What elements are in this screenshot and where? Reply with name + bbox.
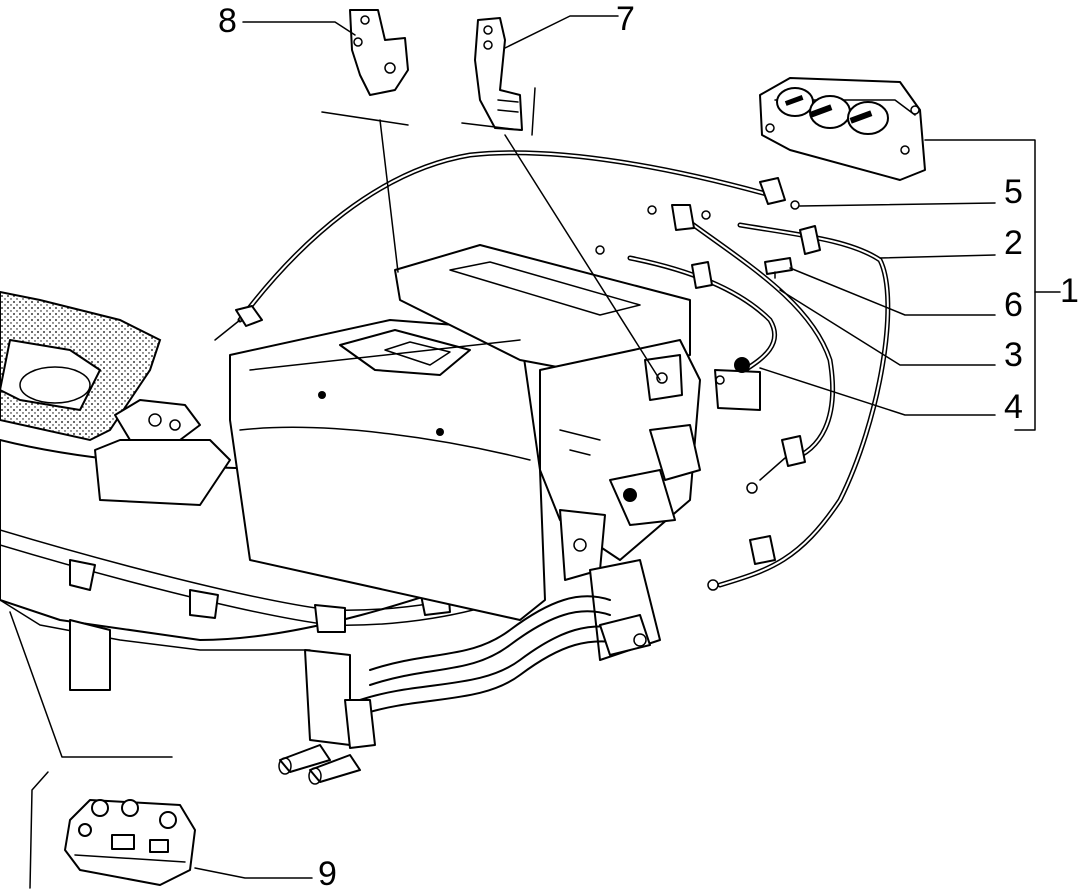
module-part-9 (64, 799, 196, 886)
callout-6: 6 (1004, 286, 1023, 324)
coolant-pipes (278, 595, 651, 785)
callout-3: 3 (1004, 336, 1023, 374)
callout-5: 5 (1004, 173, 1023, 211)
heater-control-panel-part-1 (759, 77, 926, 181)
callout-2: 2 (1004, 224, 1023, 262)
callout-9: 9 (318, 855, 337, 893)
control-cables (214, 150, 891, 591)
callout-4: 4 (1004, 388, 1023, 426)
leader-lines (9, 15, 1061, 889)
bracket-part-8 (349, 9, 409, 96)
heater-housing (229, 244, 701, 661)
callout-7: 7 (616, 0, 635, 38)
callout-1: 1 (1060, 272, 1079, 310)
bracket-part-7 (474, 17, 523, 131)
callout-8: 8 (218, 2, 237, 40)
callout-labels: 8 7 5 2 6 1 3 4 9 (218, 0, 1079, 893)
